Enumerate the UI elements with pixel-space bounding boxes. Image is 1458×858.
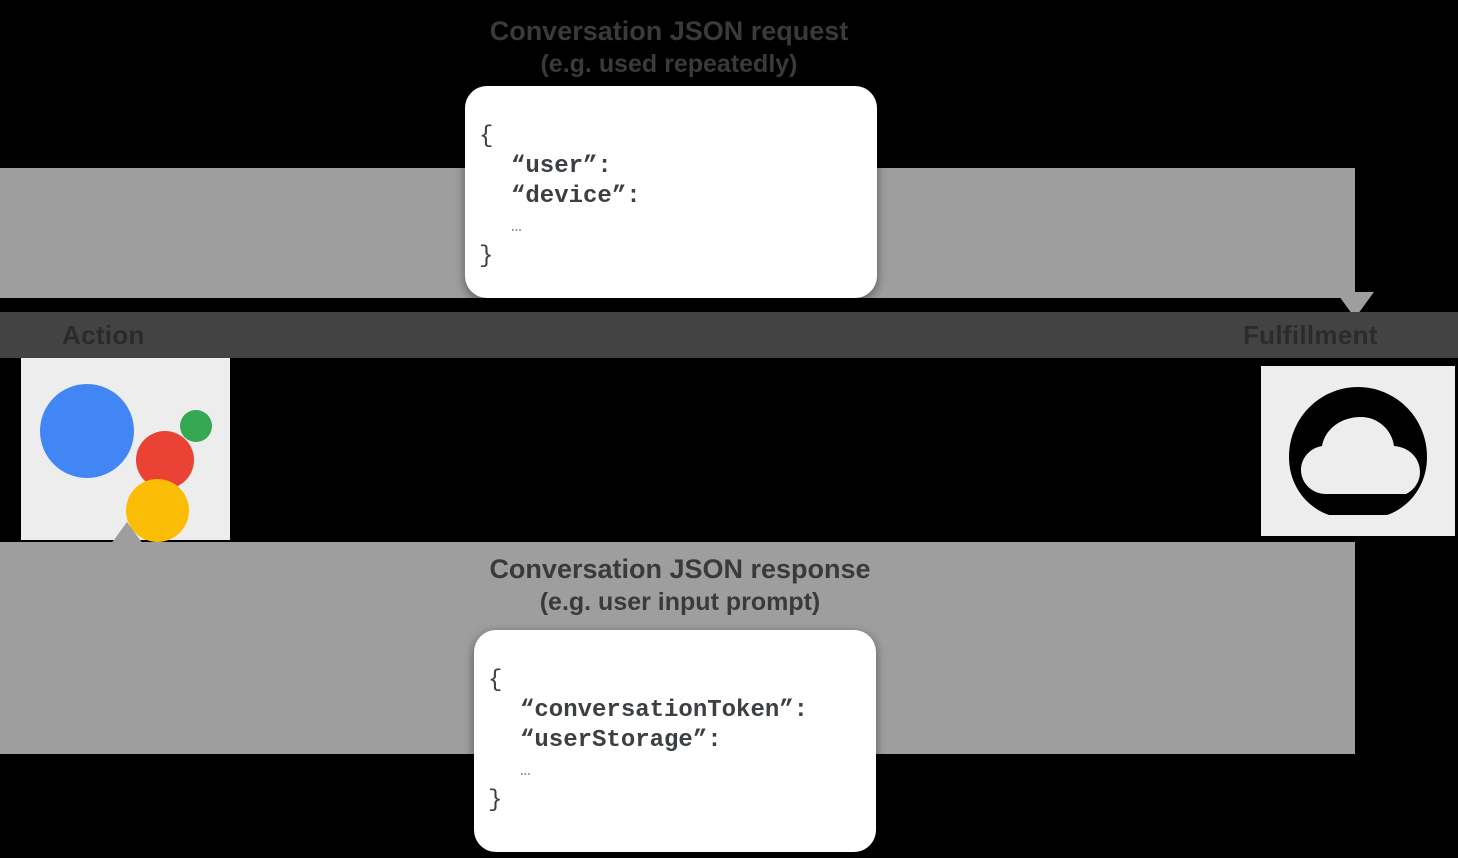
- action-label: Action: [62, 320, 145, 350]
- assistant-dot-green-icon: [179, 410, 212, 442]
- request-open-brace: {: [479, 123, 494, 150]
- response-open-brace: {: [488, 667, 503, 694]
- assistant-dot-blue-icon: [39, 384, 134, 478]
- request-caption-line2: (e.g. used repeatedly): [540, 50, 798, 78]
- request-caption-line1: Conversation JSON request: [489, 16, 849, 46]
- fulfillment-label: Fulfillment: [1243, 320, 1378, 350]
- request-ellipsis: …: [511, 217, 522, 237]
- request-key-device: “device”:: [511, 183, 641, 210]
- response-key-user-storage: “userStorage”:: [520, 727, 722, 754]
- response-ellipsis: …: [520, 761, 531, 781]
- request-caption: Conversation JSON request (e.g. used rep…: [369, 14, 969, 80]
- request-arrow-riser: [1262, 168, 1355, 298]
- response-key-conversation-token: “conversationToken”:: [520, 697, 809, 724]
- action-lane: [0, 312, 1458, 358]
- request-json-card: { “user”: “device”: … }: [465, 86, 877, 298]
- response-close-brace: }: [488, 787, 503, 814]
- cloud-functions-icon: [1289, 387, 1427, 515]
- response-json-card: { “conversationToken”: “userStorage”: … …: [474, 630, 876, 852]
- google-assistant-icon: [38, 376, 214, 542]
- fulfillment-node[interactable]: [1261, 366, 1455, 536]
- request-json-code: { “user”: “device”: … }: [465, 86, 877, 272]
- response-arrowhead-icon: [108, 522, 146, 548]
- google-assistant-node[interactable]: [21, 358, 230, 542]
- request-close-brace: }: [479, 243, 494, 270]
- request-key-user: “user”:: [511, 153, 612, 180]
- response-caption-line1: Conversation JSON response: [489, 554, 871, 584]
- response-json-code: { “conversationToken”: “userStorage”: … …: [474, 630, 876, 816]
- response-caption: Conversation JSON response (e.g. user in…: [380, 552, 980, 618]
- response-caption-line2: (e.g. user input prompt): [539, 588, 821, 616]
